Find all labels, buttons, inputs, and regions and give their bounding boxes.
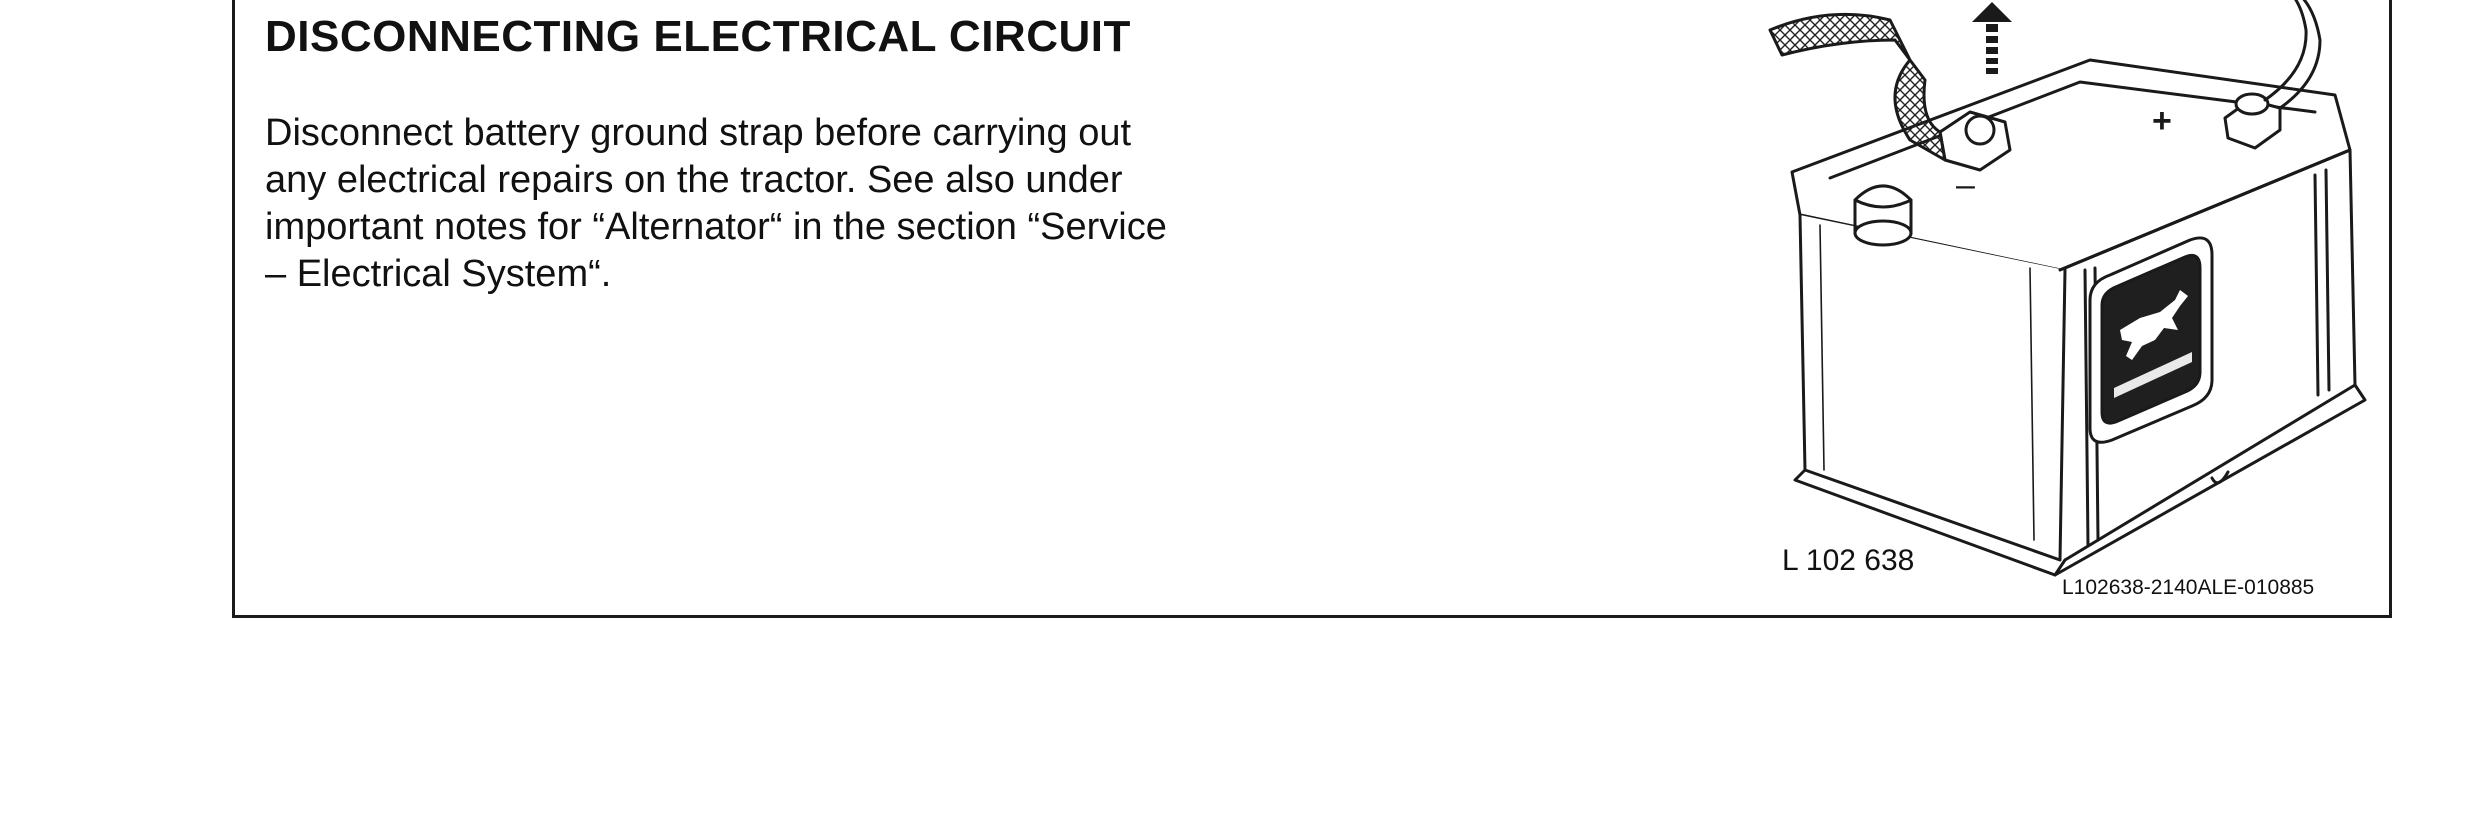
document-id: L102638-2140ALE-010885 xyxy=(2062,576,2315,599)
terminal-minus-label: – xyxy=(1956,166,1975,204)
john-deere-deer-logo xyxy=(2114,290,2192,398)
instruction-paragraph: Disconnect battery ground strap before c… xyxy=(265,110,1345,298)
terminal-plus-label: + xyxy=(2152,102,2172,140)
section-frame xyxy=(232,0,2392,618)
section-title: DISCONNECTING ELECTRICAL CIRCUIT xyxy=(265,12,1131,61)
instruction-line-2: any electrical repairs on the tractor. S… xyxy=(265,159,1123,201)
instruction-line-4: – Electrical System“. xyxy=(265,253,612,295)
instruction-line-3: important notes for “Alternator“ in the … xyxy=(265,206,1167,248)
arrow-up-icon xyxy=(1972,2,2012,74)
figure-label: L 102 638 xyxy=(1782,544,1915,577)
battery-illustration: – + xyxy=(1768,0,2367,577)
instruction-line-1: Disconnect battery ground strap before c… xyxy=(265,112,1132,154)
